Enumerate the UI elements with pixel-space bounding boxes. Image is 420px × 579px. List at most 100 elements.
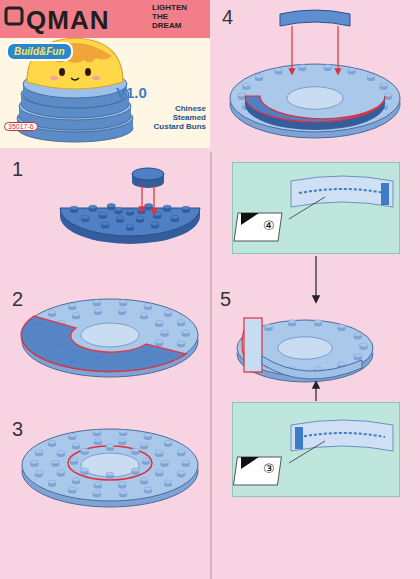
brick-print xyxy=(299,189,385,193)
stud-top xyxy=(337,362,345,366)
round-plate xyxy=(22,429,198,507)
stud-top xyxy=(161,330,169,334)
stud-top xyxy=(354,354,362,358)
stud-top xyxy=(177,320,185,324)
half-plate-side xyxy=(60,208,200,244)
stud-top xyxy=(118,308,126,312)
stud-top xyxy=(140,443,148,447)
ring-outline xyxy=(68,446,152,480)
ring-wall-top xyxy=(245,96,385,122)
placement-line xyxy=(141,184,142,212)
stud-top xyxy=(177,450,185,454)
stud-top xyxy=(116,216,124,220)
stud-top xyxy=(72,478,80,482)
bun-mouth xyxy=(71,78,79,80)
logo-mark xyxy=(6,8,22,24)
stud-top xyxy=(242,83,250,87)
header-band xyxy=(0,0,210,38)
box-art-panel xyxy=(0,0,210,148)
plate-centre xyxy=(81,453,139,477)
stud-top xyxy=(182,206,190,210)
set-title: Chinese Steamed Custard Buns xyxy=(150,104,206,131)
stud-top xyxy=(131,468,139,472)
step1-parts xyxy=(60,168,200,244)
curved-brick xyxy=(291,176,393,207)
stud-top xyxy=(72,313,80,317)
stud-top xyxy=(380,83,388,87)
stud-top xyxy=(144,487,152,491)
stud-top xyxy=(171,216,179,220)
stud-top xyxy=(94,482,102,486)
stud-top xyxy=(68,303,76,307)
round-plate xyxy=(22,299,198,377)
callout-art xyxy=(233,403,401,498)
sticker xyxy=(234,213,282,241)
stud-top xyxy=(93,491,101,495)
stud-top xyxy=(106,444,114,448)
stud-top xyxy=(136,216,144,220)
stud-top xyxy=(131,448,139,452)
stud-top xyxy=(155,340,163,344)
stud-top xyxy=(182,330,190,334)
stud-top xyxy=(68,487,76,491)
stud-top xyxy=(337,324,345,328)
divider-line xyxy=(210,152,212,579)
placement-line xyxy=(291,26,292,74)
stud-top xyxy=(35,471,43,475)
stud-top xyxy=(70,206,78,210)
round-tile xyxy=(132,168,164,180)
plate-top xyxy=(230,64,400,132)
bun-blush xyxy=(50,76,58,80)
wall-left-face xyxy=(244,318,262,372)
stud-top xyxy=(265,324,273,328)
stud-top xyxy=(164,440,172,444)
stud-top xyxy=(81,448,89,452)
stud-top xyxy=(119,300,127,304)
stud-top xyxy=(114,208,122,212)
stud-top xyxy=(81,216,89,220)
stud-top xyxy=(161,460,169,464)
stud-top xyxy=(126,209,134,213)
sticker-leader xyxy=(289,441,325,463)
stud-top xyxy=(274,68,282,72)
placement-line xyxy=(337,26,338,74)
stud-top xyxy=(119,491,127,495)
stud-top xyxy=(119,430,127,434)
stud-top xyxy=(48,440,56,444)
plate-centre xyxy=(287,87,343,109)
stud-top xyxy=(72,443,80,447)
sticker-corner xyxy=(241,213,259,225)
stud-top xyxy=(35,450,43,454)
assembly-arrow xyxy=(315,382,316,401)
placement-line xyxy=(153,184,154,214)
sticker-corner xyxy=(241,457,259,469)
curved-brick xyxy=(291,420,393,451)
stud-top xyxy=(126,224,134,228)
stud-top xyxy=(354,333,362,337)
sticker-number: ④ xyxy=(263,218,275,233)
stud-top xyxy=(164,480,172,484)
stud-top xyxy=(151,222,159,226)
step4-walls xyxy=(245,10,385,130)
stud-top xyxy=(48,480,56,484)
stud-top xyxy=(142,458,150,462)
step-number: 2 xyxy=(12,288,23,311)
stud xyxy=(295,427,303,449)
stud-top xyxy=(182,460,190,464)
wall-front xyxy=(262,356,362,379)
stud-top xyxy=(314,320,322,324)
stud-top xyxy=(30,460,38,464)
half-plate xyxy=(60,208,200,236)
inner-studs xyxy=(70,444,150,479)
stud-top xyxy=(89,205,97,209)
badge: Build&Fun xyxy=(6,42,73,61)
callout-art xyxy=(233,163,401,255)
brand-slogan: LIGHTEN THE DREAM xyxy=(152,3,196,30)
stud-top xyxy=(48,310,56,314)
step-number: 1 xyxy=(12,158,23,181)
stud-top xyxy=(93,430,101,434)
version-label: V1.0 xyxy=(116,84,147,101)
illustration-group xyxy=(17,10,400,507)
stud-top xyxy=(348,68,356,72)
